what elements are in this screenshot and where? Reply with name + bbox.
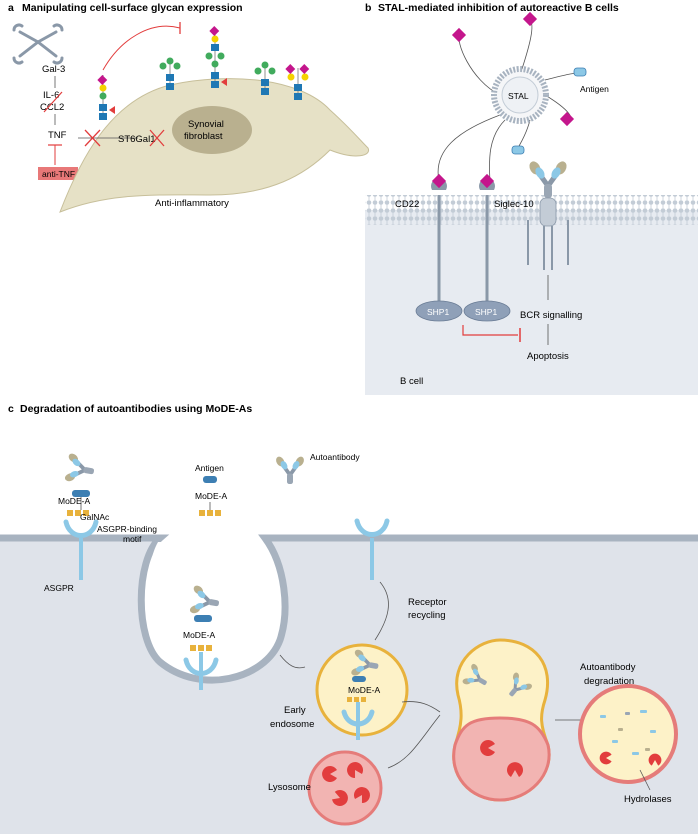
mode-a-complex-1 bbox=[60, 449, 99, 516]
bcr-signalling-label: BCR signalling bbox=[520, 310, 582, 321]
arrow-to-endosome bbox=[279, 654, 306, 669]
asgpr-binding-label: ASGPR-binding bbox=[97, 524, 157, 534]
autoantibody-degradation-label-1: Autoantibody bbox=[580, 662, 636, 673]
mode-a-label-4: MoDE-A bbox=[348, 685, 380, 695]
nucleus bbox=[172, 106, 252, 154]
siglec10-label: Siglec-10 bbox=[494, 199, 534, 210]
panel-a-title: Manipulating cell-surface glycan express… bbox=[22, 2, 243, 14]
arrow-recycling bbox=[374, 581, 389, 641]
il6-label: IL-6 bbox=[43, 90, 59, 101]
arrow-fusion-1 bbox=[401, 701, 441, 713]
antigen-c bbox=[203, 476, 217, 483]
fusing-lysosome-part bbox=[452, 716, 551, 802]
endosome-label: endosome bbox=[270, 719, 314, 730]
panel-a: a Manipulating cell-surface glycan expre… bbox=[8, 2, 370, 213]
shp1-label-1: SHP1 bbox=[427, 307, 449, 317]
apoptosis-label: Apoptosis bbox=[527, 351, 569, 362]
antigen-label-b: Antigen bbox=[580, 84, 609, 94]
inhibit-cross bbox=[43, 91, 63, 113]
mode-a-label-3: MoDE-A bbox=[183, 630, 215, 640]
glycan-tree-2 bbox=[159, 57, 181, 90]
anti-inflammatory-label: Anti-inflammatory bbox=[155, 198, 229, 209]
recycling-label: recycling bbox=[408, 610, 446, 621]
asgpr-recycled bbox=[354, 518, 390, 580]
panel-b: b STAL-mediated inhibition of autoreacti… bbox=[365, 2, 698, 395]
autoantibody-label: Autoantibody bbox=[310, 452, 360, 462]
b-cell-background bbox=[365, 210, 698, 395]
panel-b-letter: b bbox=[365, 2, 371, 14]
ccl2-label: CCL2 bbox=[40, 102, 64, 113]
panel-b-title: STAL-mediated inhibition of autoreactive… bbox=[378, 2, 619, 14]
bcr-stalk bbox=[527, 197, 569, 270]
anti-tnf-box bbox=[38, 167, 78, 180]
arrow-fusion-2 bbox=[387, 714, 441, 769]
gal3-label: Gal-3 bbox=[42, 64, 65, 75]
lysosome bbox=[307, 750, 383, 826]
bcr-receptor bbox=[527, 159, 569, 198]
mode-a-label-2: MoDE-A bbox=[195, 491, 227, 501]
shp1-label-2: SHP1 bbox=[475, 307, 497, 317]
b-cell-membrane bbox=[365, 195, 698, 225]
feedback-arc bbox=[102, 25, 181, 71]
cd22-label: CD22 bbox=[395, 199, 419, 210]
lysosome-label: Lysosome bbox=[268, 782, 311, 793]
tnf-label: TNF bbox=[48, 130, 67, 141]
synovial-label: Synovial bbox=[188, 119, 224, 130]
gal3-icon bbox=[12, 23, 64, 65]
receptor-label: Receptor bbox=[408, 597, 447, 608]
galnac-motif-c bbox=[199, 510, 221, 516]
b-cell-label: B cell bbox=[400, 376, 423, 387]
early-label: Early bbox=[284, 705, 306, 716]
pit-complex bbox=[183, 581, 224, 690]
siglec10-receptor bbox=[479, 173, 495, 305]
hydrolases-label: Hydrolases bbox=[624, 794, 672, 805]
mode-a-label-1: MoDE-A bbox=[58, 496, 90, 506]
st6gal1-label: ST6Gal1 bbox=[118, 134, 156, 145]
antigen-label-c: Antigen bbox=[195, 463, 224, 473]
asgpr-left bbox=[63, 519, 99, 580]
stal-liposome: STAL bbox=[437, 11, 587, 186]
panel-a-letter: a bbox=[8, 2, 14, 14]
cell-membrane-c bbox=[0, 534, 698, 684]
stal-label: STAL bbox=[508, 91, 529, 101]
shp1-oval-1 bbox=[415, 300, 463, 322]
anti-tnf-label: anti-TNF bbox=[42, 169, 75, 179]
degraded-fragments bbox=[599, 710, 662, 766]
endosome-complex bbox=[341, 645, 383, 740]
degradation-vesicle bbox=[578, 684, 678, 784]
early-endosome bbox=[315, 643, 409, 737]
glycan-tree-4 bbox=[254, 61, 276, 95]
motif-label: motif bbox=[123, 534, 142, 544]
cd22-receptor bbox=[431, 173, 447, 305]
panel-c: c Degradation of autoantibodies using Mo… bbox=[0, 403, 698, 834]
autoantibody-degradation-label-2: degradation bbox=[584, 676, 634, 687]
galnac-label: GalNAc bbox=[80, 512, 110, 522]
hydrolase-pointer bbox=[639, 769, 651, 791]
inhibit-bcr-arrow bbox=[462, 325, 518, 336]
panel-c-letter: c bbox=[8, 403, 14, 415]
autoantibody-free bbox=[272, 453, 308, 486]
asgpr-label: ASGPR bbox=[44, 583, 74, 593]
glycan-tree-3 bbox=[205, 26, 227, 88]
shp1-oval-2 bbox=[463, 300, 511, 322]
panel-c-title: Degradation of autoantibodies using MoDE… bbox=[20, 403, 252, 415]
glycan-tree-1 bbox=[97, 75, 115, 120]
fibroblast-label: fibroblast bbox=[184, 131, 223, 142]
endocytic-pit bbox=[147, 542, 279, 676]
glycan-tree-5 bbox=[285, 64, 310, 100]
